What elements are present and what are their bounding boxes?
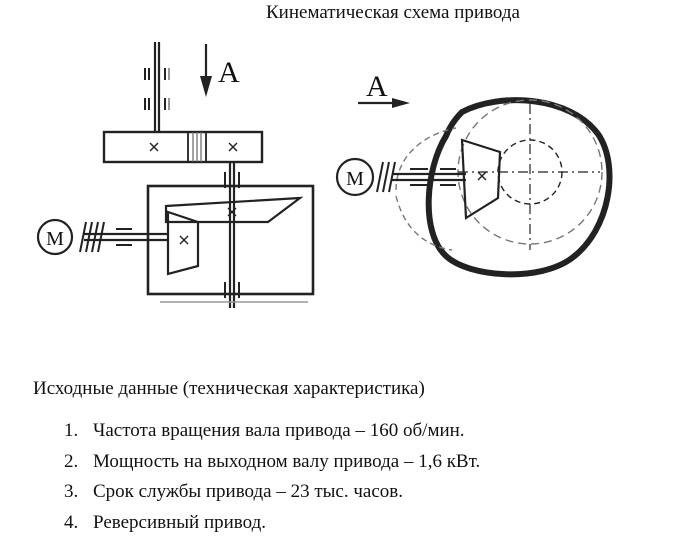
coupling-left [79,221,105,253]
list-item-number: 4. [64,511,79,533]
list-item: 1. Частота вращения вала привода – 160 об… [64,420,480,451]
list-item-text: Частота вращения вала привода – 160 об/м… [93,420,465,441]
bevel-gear-pair [164,196,304,276]
gearbox-shaft [224,162,240,308]
input-shaft [84,228,168,246]
output-shaft [144,42,170,132]
list-item-number: 2. [64,450,79,472]
right-view [335,97,613,278]
diagram-title: Кинематическая схема привода [266,2,520,23]
motor-right-label: M [346,168,364,190]
bevel-pinion [460,138,502,220]
specs-list: 1. Частота вращения вала привода – 160 об… [64,420,480,542]
list-item-text: Мощность на выходном валу привода – 1,6 … [93,450,481,472]
list-item: 3. Срок службы привода – 23 тыс. часов. [64,481,480,512]
list-item-number: 3. [64,481,79,502]
arrow-a-right-label: A [366,70,388,103]
arrow-a-down [200,44,212,97]
kinematic-diagram: M A M [36,42,613,308]
gear-wheel-outline [425,97,613,278]
list-item-number: 1. [64,420,79,441]
list-item: 2. Мощность на выходном валу привода – 1,… [64,451,480,482]
arrow-a-right [358,98,410,108]
open-gear-pair [102,130,264,164]
motor-left [36,218,74,256]
list-item-text: Срок службы привода – 23 тыс. часов. [93,481,404,502]
coupling-right [376,161,396,193]
left-view [36,42,315,308]
motor-left-label: M [46,228,64,250]
motor-right [335,157,375,197]
list-item: 4. Реверсивный привод. [64,512,480,543]
list-item-text: Реверсивный привод. [93,511,267,533]
specs-heading: Исходные данные (техническая характерист… [33,378,425,399]
arrow-a-down-label: A [218,56,240,89]
